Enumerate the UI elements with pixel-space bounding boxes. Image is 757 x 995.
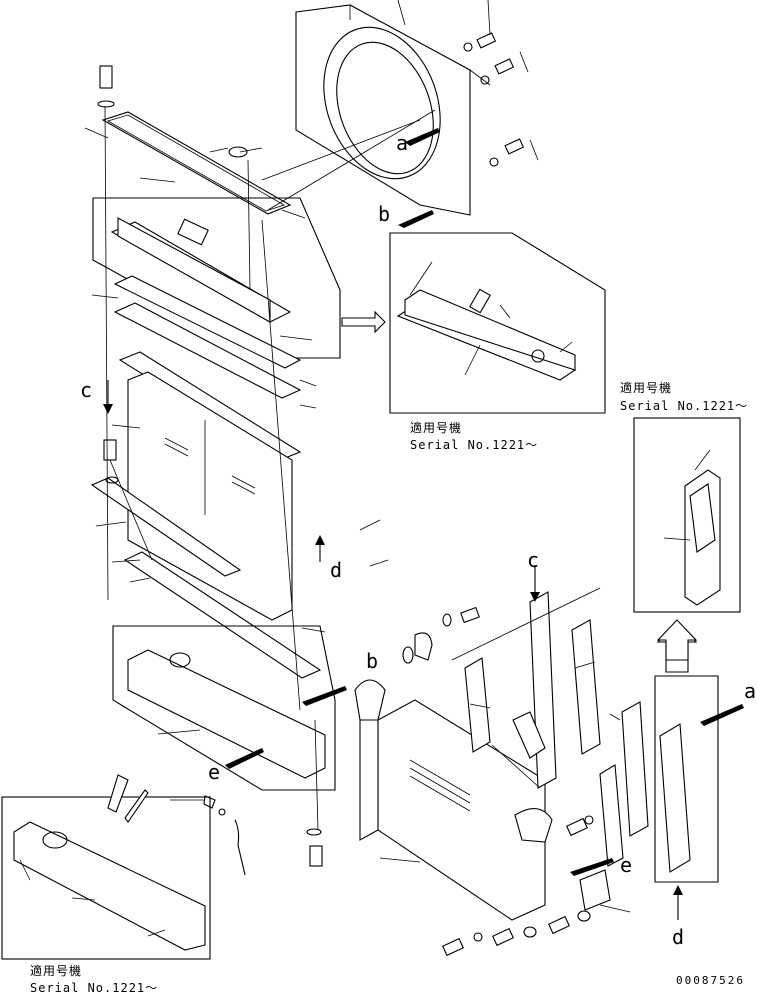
lower-gaskets [90,477,322,679]
inset-lower-tank [1,774,211,960]
top-bolt [97,65,115,108]
view-label-c-left: c [80,378,92,402]
view-label-e-right: e [620,853,632,877]
view-label-a-right: a [744,679,756,703]
bottom-bolts [441,815,594,957]
drain-parts [203,795,323,876]
view-label-d-mid: d [330,558,342,582]
note-lower-serial: Serial No.1221〜 [30,981,158,995]
radiator-core [127,371,293,621]
note-upper-header: 適用号機 [410,420,462,435]
view-arrows [103,128,744,920]
fan-shroud [295,0,491,216]
note-upper-serial: Serial No.1221〜 [410,438,538,452]
view-label-a-top: a [396,131,408,155]
hose-parts [402,606,480,664]
view-label-c-right: c [527,548,539,572]
radiator-cap [228,146,248,158]
side-brackets [451,587,719,911]
view-label-d-right: d [672,925,684,949]
leader-lines [19,127,711,937]
document-number: 00087526 [676,974,745,987]
note-side-serial: Serial No.1221〜 [620,399,748,413]
note-lower-header: 適用号機 [30,963,82,978]
view-label-b-top: b [378,202,390,226]
inset-upper-tank [341,232,606,414]
note-side-header: 適用号機 [620,380,672,395]
upper-gaskets [113,275,302,461]
exploded-lines [104,105,436,831]
upper-tank-group [92,197,341,359]
view-label-b-mid: b [366,649,378,673]
top-seal-plate [101,111,292,215]
lower-tank-group [112,625,336,791]
shroud-bolts [463,0,539,167]
view-label-e-left: e [208,760,220,784]
